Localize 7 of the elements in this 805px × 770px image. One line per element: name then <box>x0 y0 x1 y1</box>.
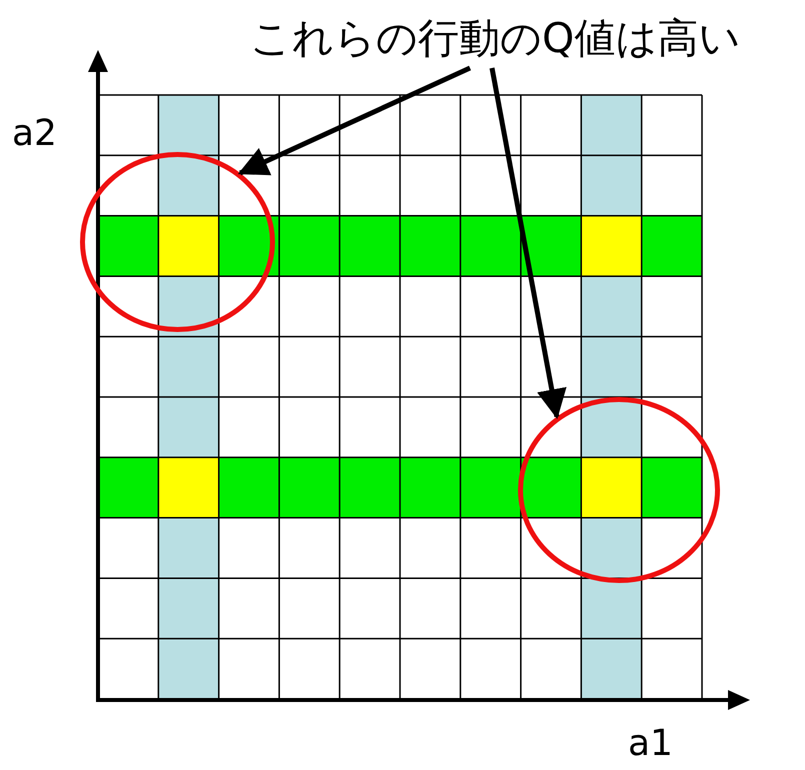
arrow <box>490 68 567 420</box>
axis-label: a1 <box>628 722 673 766</box>
highlight-circle <box>518 397 720 583</box>
highlight-circle <box>80 152 275 332</box>
arrow <box>238 66 472 176</box>
axis-label: a2 <box>12 112 57 156</box>
callout-text: これらの行動のQ値は高い <box>250 10 740 66</box>
